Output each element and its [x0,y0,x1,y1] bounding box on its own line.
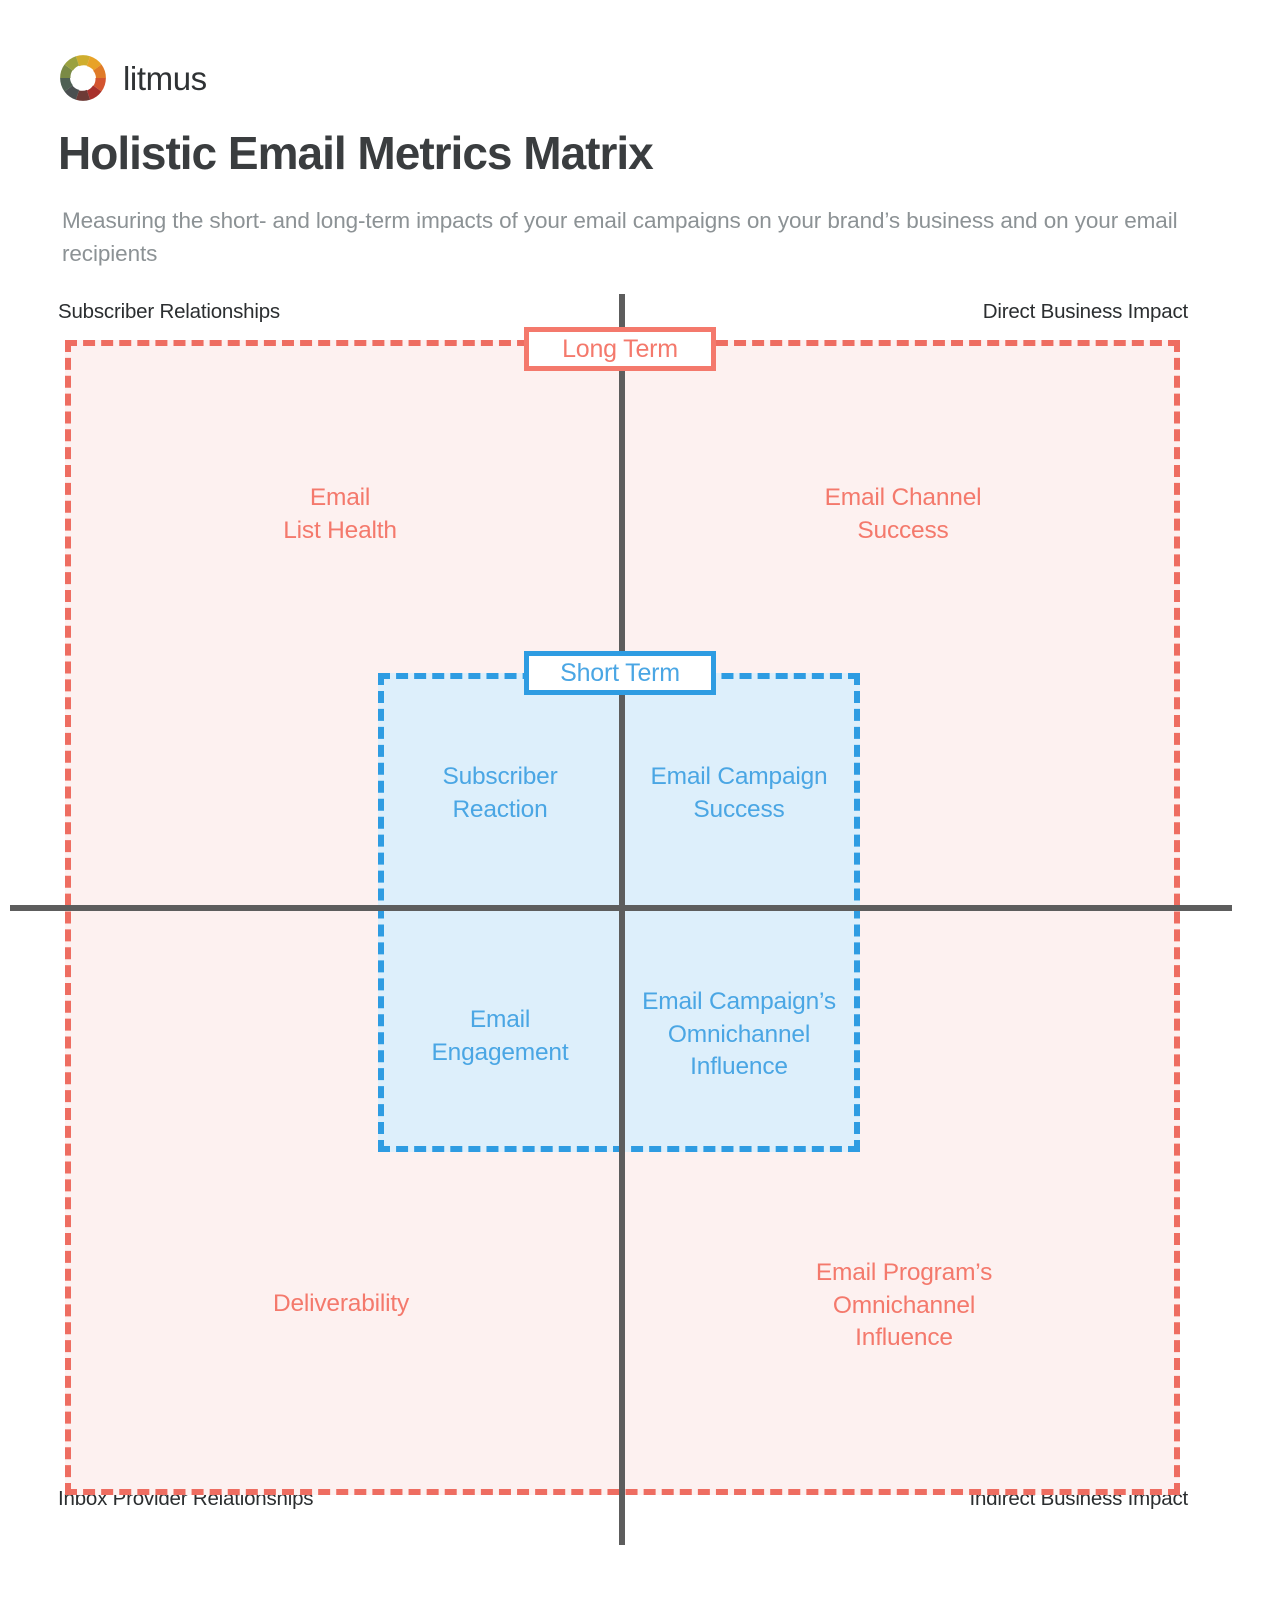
litmus-pinwheel-icon [60,55,106,101]
axis-caption-top-left: Subscriber Relationships [58,300,280,323]
page-subtitle: Measuring the short- and long-term impac… [62,208,1178,266]
quadrant-label-email-channel-success: Email Channel Success [824,484,982,544]
page-title: Holistic Email Metrics Matrix [58,127,654,179]
vertical-axis-line [619,294,625,1545]
quadrant-label-campaign-omnichannel: Email Campaign’s Omnichannel Influence [642,988,836,1081]
axis-caption-top-right: Direct Business Impact [982,300,1188,323]
quadrant-label-email-list-health: Email List Health [283,484,397,544]
quadrant-label-program-omnichannel: Email Program’s Omnichannel Influence [815,1259,993,1352]
long-term-pill: Long Term [524,327,716,371]
quadrant-label-deliverability: Deliverability [272,1290,410,1317]
quadrant-label-subscriber-reaction: Subscriber Reaction [442,763,558,823]
quadrant-label-email-engagement: Email Engagement [431,1006,569,1066]
litmus-wordmark: litmus [123,59,207,97]
quadrant-label-email-campaign-success: Email Campaign Success [650,763,828,823]
brand-logo: litmus [57,52,207,104]
short-term-pill: Short Term [524,651,716,695]
